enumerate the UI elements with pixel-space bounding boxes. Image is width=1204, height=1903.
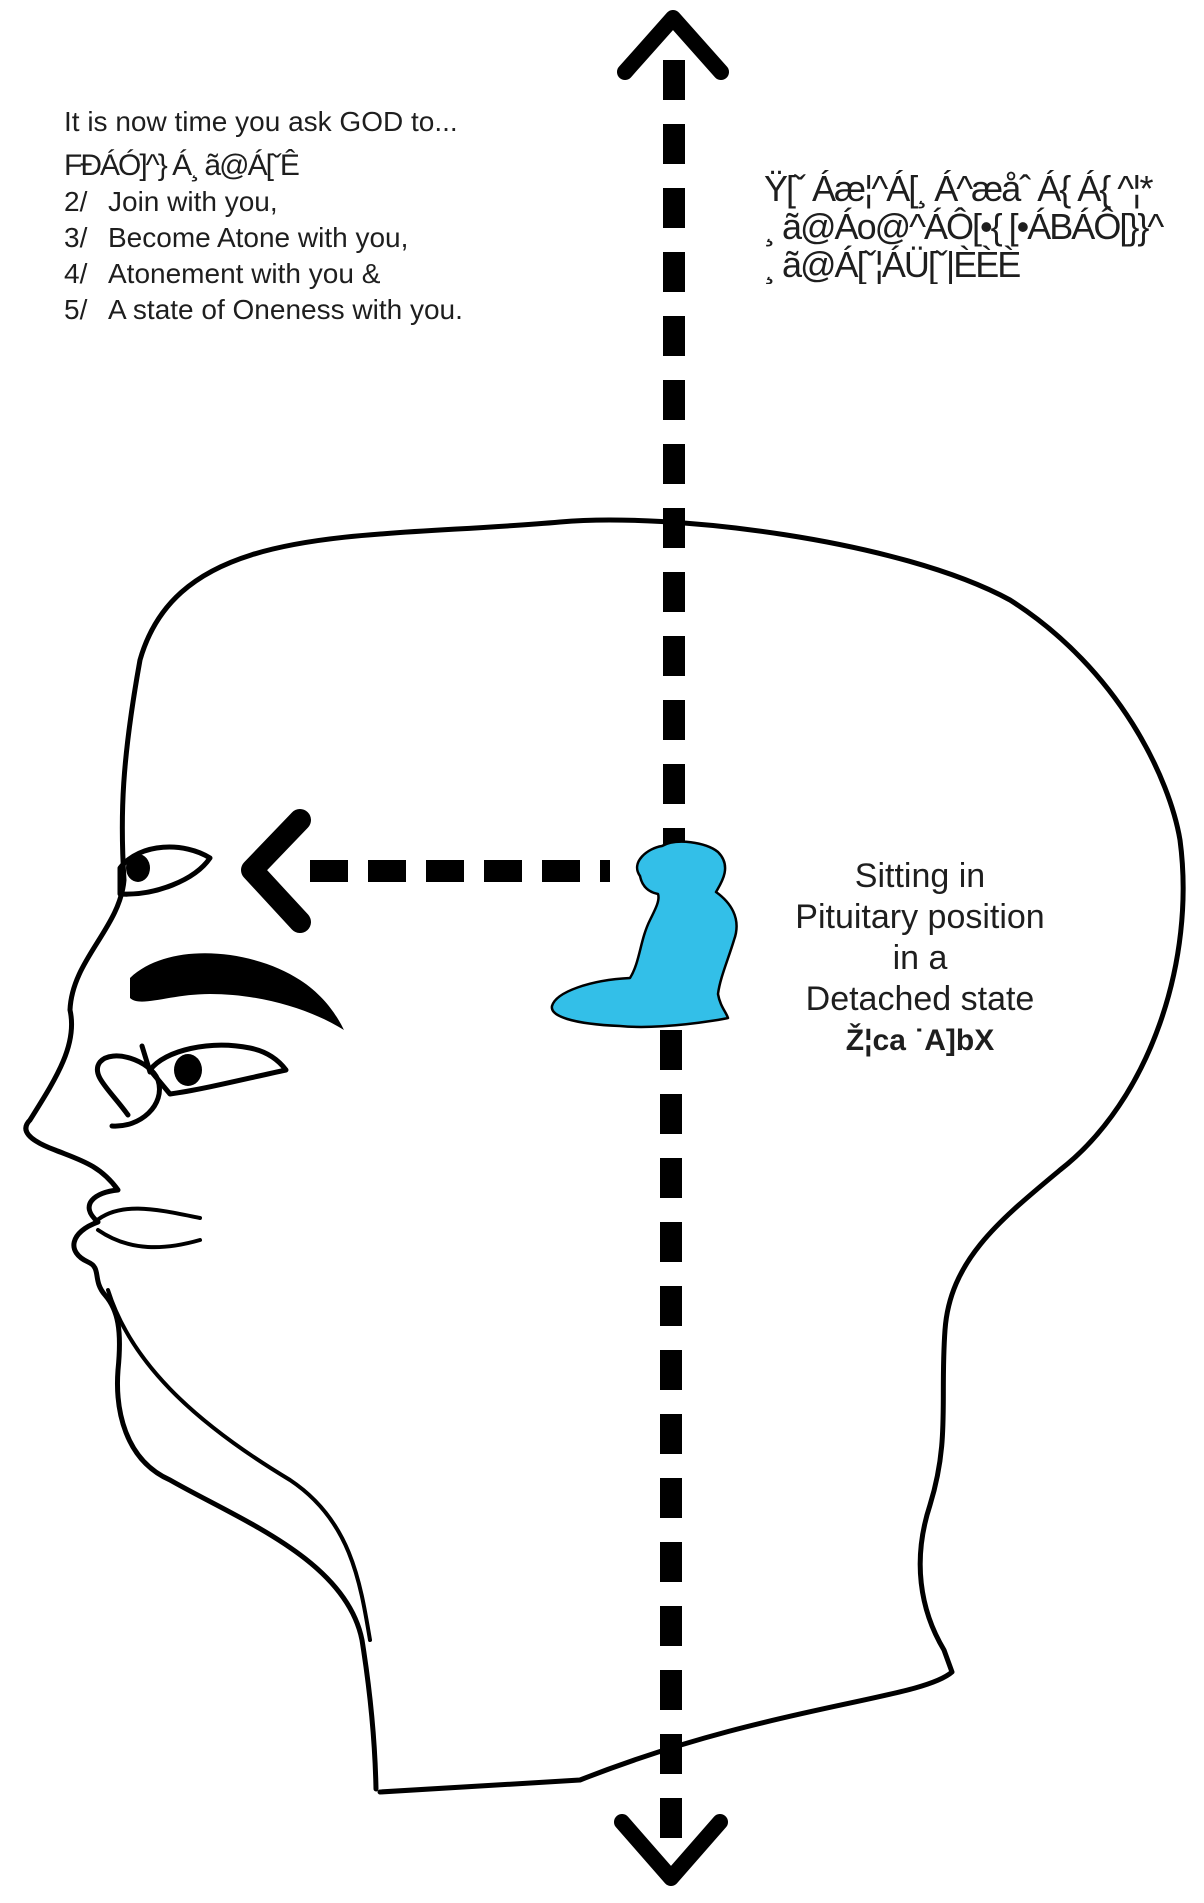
right-text-line-3: ¸ ã@Á[ˇ¦ÁÜ[ˇ|ÈÈÈ bbox=[764, 246, 1204, 284]
figure-label: Sitting in Pituitary position in a Detac… bbox=[740, 856, 1100, 1061]
figure-label-line-4: Detached state bbox=[740, 979, 1100, 1020]
instruction-item-5-num: 5/ bbox=[64, 292, 108, 328]
instruction-item-3-text: Become Atone with you, bbox=[108, 222, 408, 253]
third-eye-pupil bbox=[126, 854, 150, 882]
instruction-item-3: 3/Become Atone with you, bbox=[64, 220, 463, 256]
right-text-line-1: Ÿ[ˇ Áæ¦^Á[¸ Á^æåˆ Á{ Á{ ^¦* bbox=[764, 170, 1204, 208]
left-arrow-icon bbox=[252, 820, 300, 922]
lower-eye bbox=[150, 1045, 286, 1094]
instruction-item-2-num: 2/ bbox=[64, 184, 108, 220]
instruction-item-5-text: A state of Oneness with you. bbox=[108, 294, 463, 325]
mouth bbox=[95, 1209, 200, 1248]
figure-label-line-3: in a bbox=[740, 938, 1100, 979]
instructions-intro: It is now time you ask GOD to... bbox=[64, 104, 463, 140]
eyebrow bbox=[130, 953, 344, 1030]
instruction-item-4: 4/Atonement with you & bbox=[64, 256, 463, 292]
figure-label-line-1: Sitting in bbox=[740, 856, 1100, 897]
figure-label-garbled: Ž¦ca ˙A]bX bbox=[740, 1020, 1100, 1061]
right-text-line-2: ¸ ã@Áo@^ÁÔ[•{ [•ÁBÁÔ[}}^ bbox=[764, 208, 1204, 246]
head-outline bbox=[26, 520, 1183, 1792]
lower-eye-pupil bbox=[174, 1054, 202, 1086]
instruction-item-2-text: Join with you, bbox=[108, 186, 278, 217]
instruction-item-4-text: Atonement with you & bbox=[108, 258, 380, 289]
instructions-list: It is now time you ask GOD to... FÐÁÓ]^}… bbox=[64, 104, 463, 328]
instruction-item-3-num: 3/ bbox=[64, 220, 108, 256]
instruction-item-1-text: FÐÁÓ]^} Á¸ ã@Á[ˇÊ bbox=[64, 149, 298, 182]
instruction-item-2: 2/Join with you, bbox=[64, 184, 463, 220]
instruction-item-5: 5/A state of Oneness with you. bbox=[64, 292, 463, 328]
figure-label-line-2: Pituitary position bbox=[740, 897, 1100, 938]
right-text-block: Ÿ[ˇ Áæ¦^Á[¸ Á^æåˆ Á{ Á{ ^¦* ¸ ã@Áo@^ÁÔ[•… bbox=[764, 170, 1204, 284]
instruction-item-4-num: 4/ bbox=[64, 256, 108, 292]
instruction-item-1: FÐÁÓ]^} Á¸ ã@Á[ˇÊ bbox=[64, 148, 463, 184]
